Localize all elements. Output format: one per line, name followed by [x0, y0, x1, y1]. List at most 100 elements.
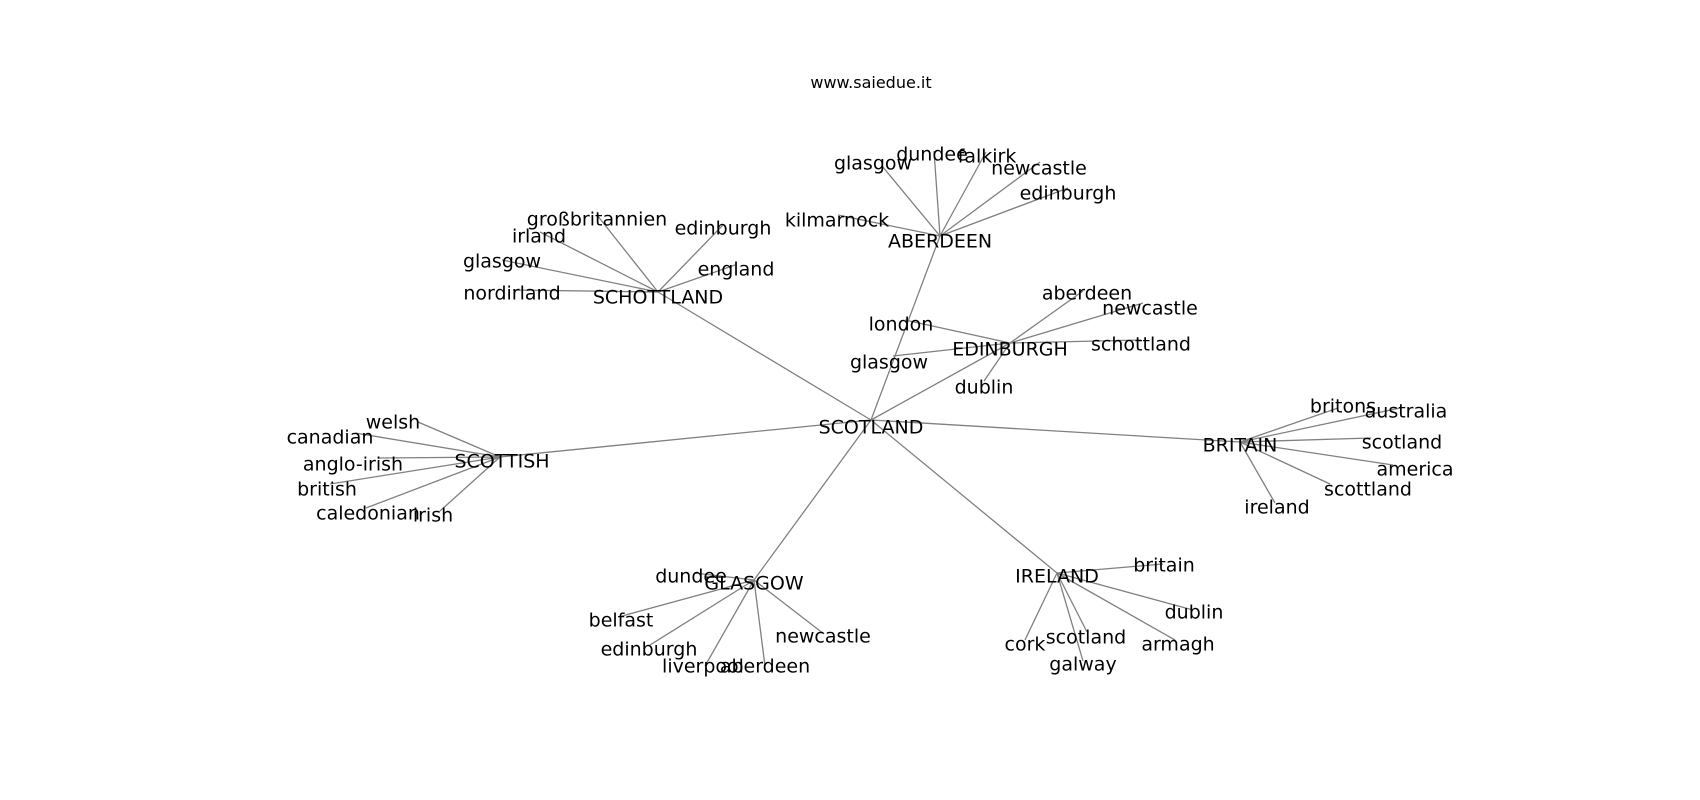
leaf-node-label-schottland-4: england — [698, 259, 775, 281]
edge-scottish-5 — [439, 456, 501, 512]
leaf-node-label-glasgow-5: aberdeen — [720, 656, 810, 678]
leaf-node-label-scottish-0: welsh — [366, 412, 420, 434]
leaf-node-label-ireland-2: cork — [1005, 634, 1046, 656]
hub-node-label-edinburgh: EDINBURGH — [952, 339, 1068, 361]
edge-glasgow-3 — [649, 579, 755, 646]
edge-edinburgh-2 — [904, 319, 1011, 344]
edge-britain-1 — [1239, 407, 1401, 443]
leaf-node-label-ireland-0: britain — [1133, 555, 1195, 577]
edge-ireland-5 — [1056, 572, 1084, 662]
leaf-node-label-schottland-0: großbritannien — [527, 209, 667, 231]
edge-root-glasgow — [753, 419, 872, 581]
edge-aberdeen-0 — [881, 165, 941, 237]
hub-node-label-scottish: SCOTTISH — [454, 451, 549, 473]
hub-node-label-schottland: SCHOTTLAND — [593, 287, 723, 309]
leaf-node-label-scottish-5: irish — [413, 505, 453, 527]
edge-aberdeen-4 — [939, 187, 1069, 237]
leaf-node-label-edinburgh-1: newcastle — [1102, 298, 1198, 320]
leaf-node-label-britain-1: australia — [1365, 401, 1448, 423]
edge-aberdeen-1 — [933, 150, 941, 237]
edge-glasgow-2 — [753, 579, 825, 635]
labels-layer: SCOTLANDABERDEENglasgowdundeefalkirknewc… — [287, 144, 1454, 678]
leaf-node-label-britain-4: scottland — [1324, 479, 1412, 501]
edge-glasgow-4 — [704, 579, 755, 667]
edge-ireland-0 — [1056, 563, 1164, 574]
edge-root-scottish — [499, 419, 872, 458]
leaf-node-label-ireland-5: galway — [1049, 654, 1116, 676]
leaf-node-label-britain-2: scotland — [1362, 432, 1442, 454]
root-node-label: SCOTLAND — [819, 417, 924, 439]
edge-scottish-0 — [417, 421, 501, 458]
edge-glasgow-5 — [753, 579, 766, 667]
leaf-node-label-edinburgh-2: london — [869, 314, 934, 336]
leaf-node-label-aberdeen-3: newcastle — [991, 158, 1087, 180]
leaf-node-label-edinburgh-3: schottland — [1091, 334, 1191, 356]
leaf-node-label-ireland-3: scotland — [1046, 627, 1126, 649]
edge-ireland-4 — [1056, 572, 1176, 641]
edge-root-britain — [870, 419, 1241, 443]
edge-root-schottland — [657, 291, 872, 421]
leaf-node-label-aberdeen-2: falkirk — [958, 146, 1017, 168]
leaf-node-label-scottish-3: british — [297, 479, 357, 501]
leaf-node-label-glasgow-3: edinburgh — [601, 639, 698, 661]
leaf-node-label-schottland-5: nordirland — [463, 283, 560, 305]
edge-schottland-0 — [596, 214, 659, 293]
edge-scottish-1 — [354, 432, 501, 458]
leaf-node-label-britain-0: britons — [1310, 396, 1376, 418]
leaf-node-label-ireland-4: armagh — [1141, 634, 1214, 656]
edge-root-ireland — [870, 419, 1058, 574]
edge-root-edinburgh — [870, 342, 1011, 421]
edge-schottland-2 — [539, 231, 659, 293]
edge-schottland-4 — [657, 264, 736, 293]
leaf-node-label-glasgow-1: belfast — [589, 610, 654, 632]
leaf-node-label-schottland-1: edinburgh — [675, 218, 772, 240]
edge-aberdeen-2 — [939, 151, 987, 237]
edge-britain-3 — [1239, 441, 1394, 466]
edge-edinburgh-5 — [983, 342, 1011, 382]
leaf-node-label-scottish-2: anglo-irish — [303, 454, 403, 476]
edges-layer — [329, 150, 1401, 667]
leaf-node-label-schottland-2: irland — [512, 226, 566, 248]
hub-node-label-ireland: IRELAND — [1015, 566, 1099, 588]
hub-node-label-glasgow: GLASGOW — [704, 573, 803, 595]
edge-root-aberdeen — [870, 235, 941, 421]
edge-glasgow-0 — [693, 572, 755, 581]
leaf-node-label-scottish-1: canadian — [287, 427, 374, 449]
edge-glasgow-1 — [621, 579, 755, 617]
edge-edinburgh-4 — [892, 342, 1011, 357]
edge-scottish-3 — [329, 456, 501, 485]
leaf-node-label-britain-3: america — [1376, 459, 1453, 481]
edge-edinburgh-3 — [1009, 339, 1142, 344]
edge-schottland-5 — [512, 289, 659, 293]
edge-aberdeen-5 — [837, 214, 941, 237]
hub-node-label-aberdeen: ABERDEEN — [888, 231, 992, 253]
edge-scottish-2 — [377, 456, 501, 459]
site-title: www.saiedue.it — [810, 73, 931, 92]
edge-edinburgh-1 — [1009, 302, 1144, 344]
leaf-node-label-ireland-1: dublin — [1165, 602, 1224, 624]
edge-britain-2 — [1239, 437, 1372, 443]
edge-schottland-1 — [657, 224, 724, 293]
edge-ireland-2 — [1024, 572, 1058, 641]
leaf-node-label-schottland-3: glasgow — [463, 251, 541, 273]
edge-ireland-1 — [1056, 572, 1194, 611]
leaf-node-label-aberdeen-5: kilmarnock — [785, 210, 889, 232]
leaf-node-label-edinburgh-5: dublin — [955, 377, 1014, 399]
edge-schottland-3 — [501, 259, 659, 293]
leaf-node-label-glasgow-0: dundee — [655, 566, 727, 588]
leaf-node-label-glasgow-2: newcastle — [775, 626, 871, 648]
edge-edinburgh-0 — [1009, 290, 1084, 344]
leaf-node-label-scottish-4: caledonian — [316, 503, 420, 525]
leaf-node-label-aberdeen-4: edinburgh — [1020, 183, 1117, 205]
leaf-node-label-aberdeen-0: glasgow — [834, 153, 912, 175]
hub-node-label-britain: BRITAIN — [1203, 435, 1278, 457]
edge-scottish-4 — [365, 456, 501, 509]
edge-ireland-3 — [1056, 572, 1088, 633]
leaf-node-label-glasgow-4: liverpool — [662, 656, 744, 678]
edge-britain-4 — [1239, 441, 1331, 485]
edge-britain-5 — [1239, 441, 1276, 504]
leaf-node-label-britain-5: ireland — [1244, 497, 1309, 519]
leaf-node-label-edinburgh-0: aberdeen — [1042, 283, 1132, 305]
edge-aberdeen-3 — [939, 161, 1041, 237]
